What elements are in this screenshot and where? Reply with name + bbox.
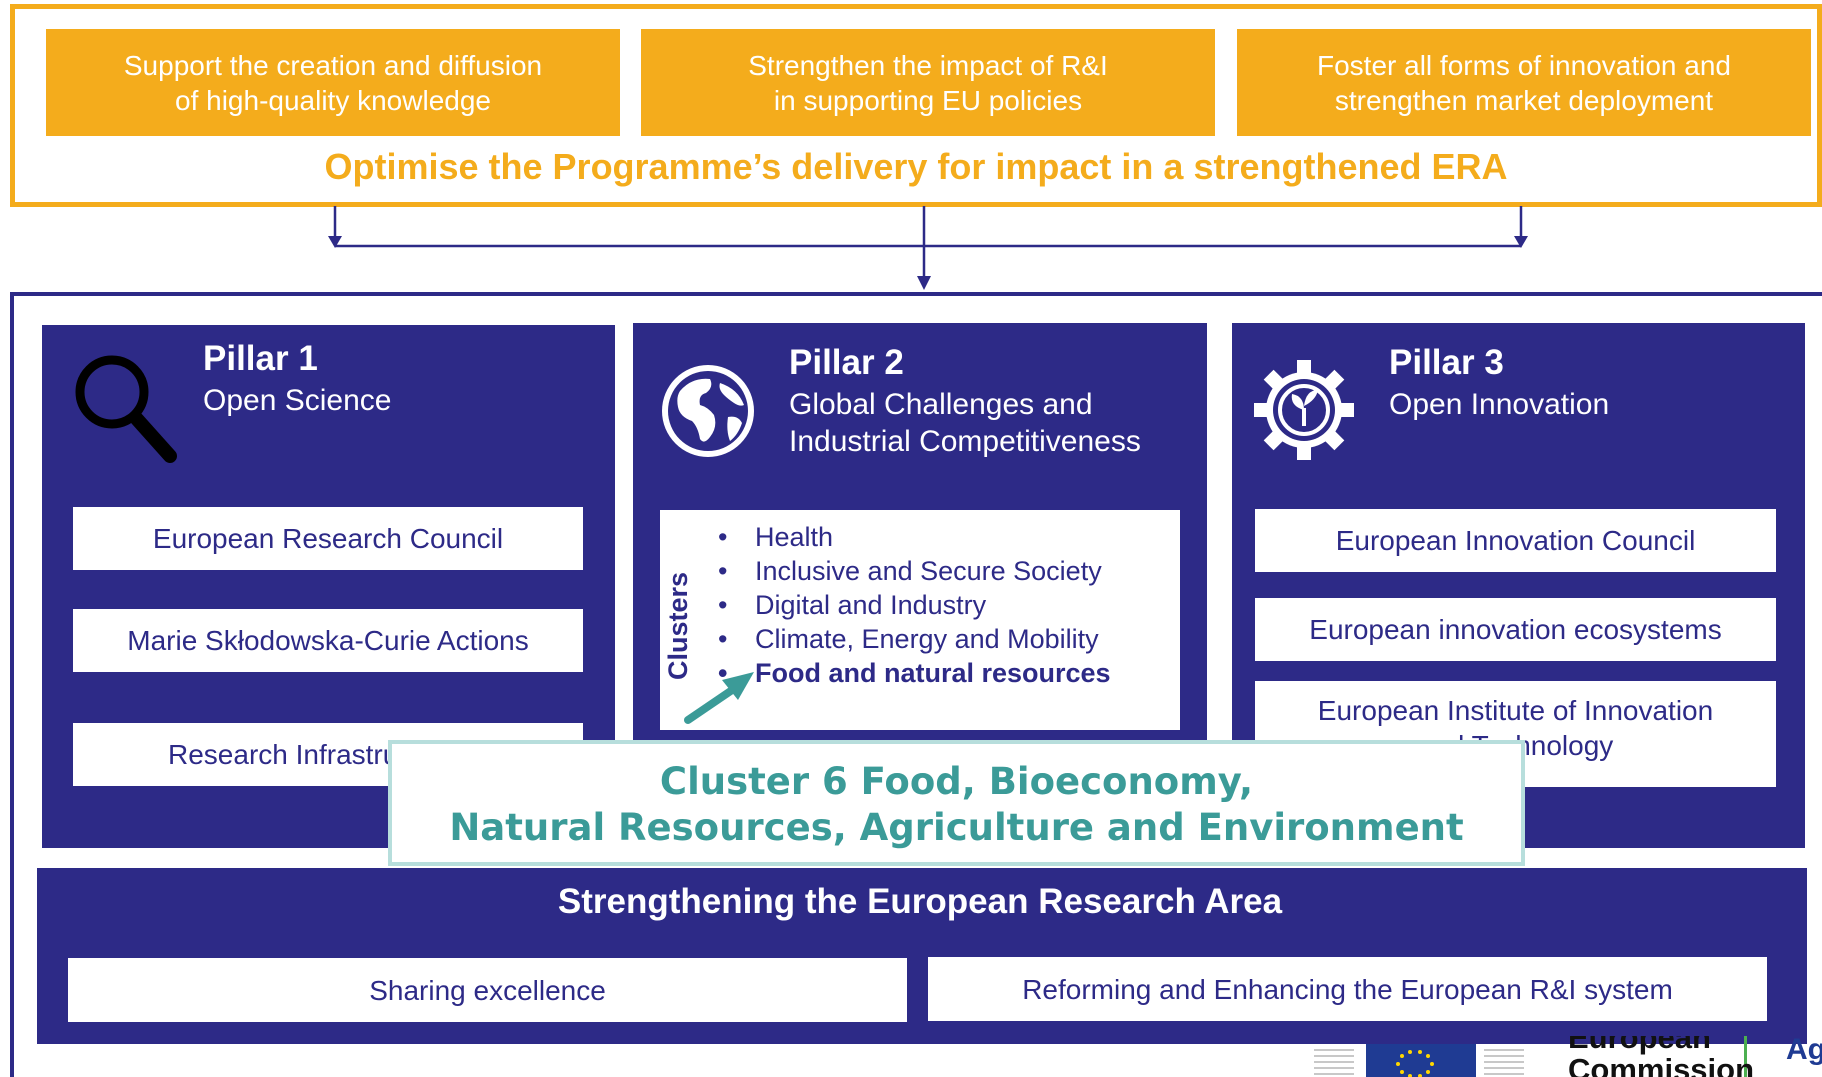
logo-text: Commission (1568, 1052, 1755, 1077)
objective-box: Foster all forms of innovation and stren… (1237, 29, 1811, 136)
pillar-3-subtitle: Open Innovation (1389, 388, 1610, 421)
era-item: Reforming and Enhancing the European R&I… (928, 957, 1767, 1021)
magnifier-icon (75, 355, 177, 463)
logo-text: European (1568, 1036, 1711, 1055)
cluster-item-highlighted: Food and natural resources (718, 656, 1111, 690)
pillar-item: European innovation ecosystems (1255, 598, 1776, 661)
objectives-title: Optimise the Programme’s delivery for im… (324, 146, 1508, 187)
pillar-3-title: Pillar 3 (1389, 343, 1504, 382)
cluster-item: Digital and Industry (718, 588, 1111, 622)
cluster-item: Climate, Energy and Mobility (718, 622, 1111, 656)
globe-icon (662, 365, 754, 457)
pillar-2-subtitle: Global Challenges and Industrial Competi… (789, 388, 1141, 458)
callout-line-1: Cluster 6 Food, Bioeconomy, (659, 760, 1254, 803)
arrowhead (917, 276, 931, 290)
pillar-item: European Innovation Council (1255, 509, 1776, 572)
objectives-frame: Support the creation and diffusion of hi… (10, 4, 1822, 207)
arrowhead (328, 236, 342, 248)
gear-plant-icon (1254, 360, 1354, 460)
cluster-6-callout: Cluster 6 Food, Bioeconomy, Natural Reso… (388, 740, 1525, 866)
objective-label: Support the creation and diffusion of hi… (123, 49, 543, 116)
arrowhead (1514, 236, 1528, 248)
era-title: Strengthening the European Research Area (557, 882, 1283, 921)
clusters-label: Clusters (663, 571, 693, 680)
european-commission-logo: European Commission Ag (1310, 1036, 1822, 1077)
objective-label: Foster all forms of innovation and stren… (1317, 49, 1731, 116)
objective-box: Strengthen the impact of R&I in supporti… (641, 29, 1215, 136)
cluster-item: Health (718, 520, 1111, 554)
pillar-item: Marie Skłodowska-Curie Actions (73, 609, 583, 672)
clusters-list: Health Inclusive and Secure Society Digi… (718, 520, 1111, 690)
era-item: Sharing excellence (68, 958, 907, 1022)
pillar-2-title: Pillar 2 (789, 343, 904, 382)
objective-label: Strengthen the impact of R&I in supporti… (748, 49, 1108, 116)
callout-line-2: Natural Resources, Agriculture and Envir… (449, 806, 1464, 849)
pillar-1-title: Pillar 1 (203, 339, 318, 378)
logo-text: Ag (1786, 1036, 1822, 1066)
pillar-item: European Research Council (73, 507, 583, 570)
objective-box: Support the creation and diffusion of hi… (46, 29, 620, 136)
cluster-item: Inclusive and Secure Society (718, 554, 1111, 588)
pillar-1-subtitle: Open Science (203, 384, 392, 417)
